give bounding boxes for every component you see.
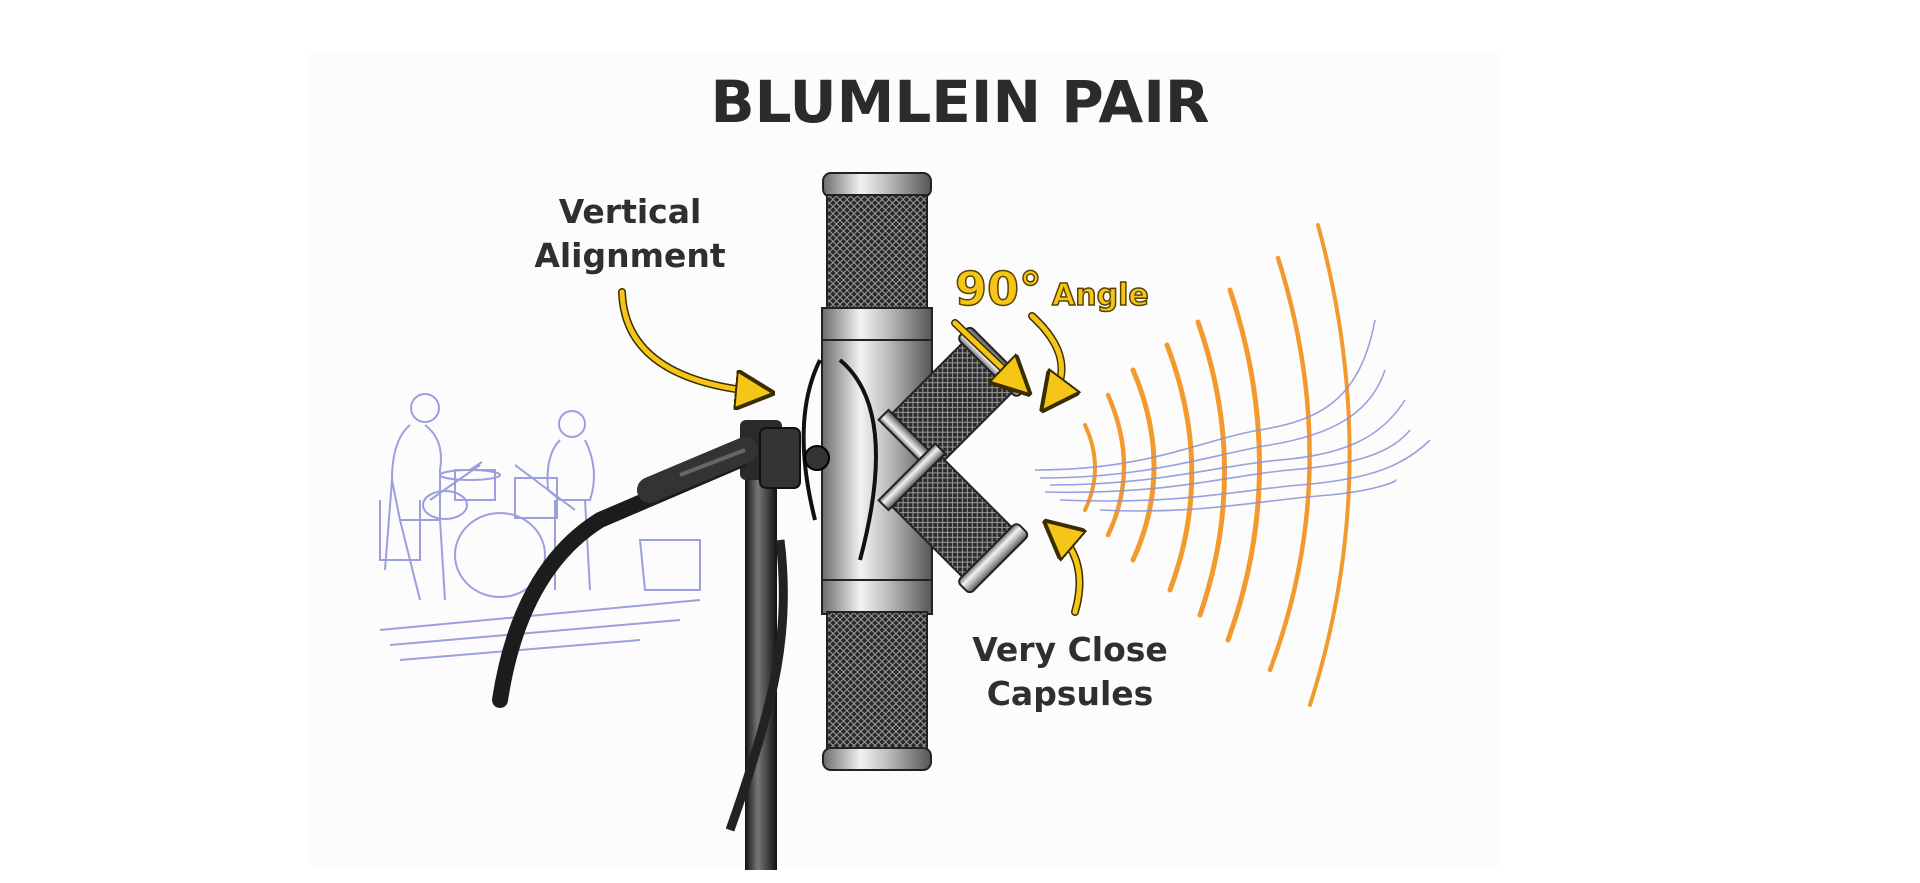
angle-word: Angle [1051,277,1149,314]
label-angle: 90°Angle [954,261,1149,317]
label-line: Capsules [986,674,1154,713]
angle-value: 90° [954,261,1043,317]
band-sketch [379,393,701,661]
arrow-icon [618,288,1080,616]
microphone-illustration [759,172,1029,771]
label-close-capsules: Very Close Capsules [960,628,1180,716]
wave-lines [1034,319,1431,512]
label-line: Vertical [558,192,702,231]
label-line: Alignment [534,236,726,275]
label-line: Very Close [972,630,1168,669]
page-title: BLUMLEIN PAIR [710,68,1210,136]
label-vertical-alignment: Vertical Alignment [510,190,750,278]
sound-waves [1083,223,1352,707]
mic-cable [492,437,758,708]
